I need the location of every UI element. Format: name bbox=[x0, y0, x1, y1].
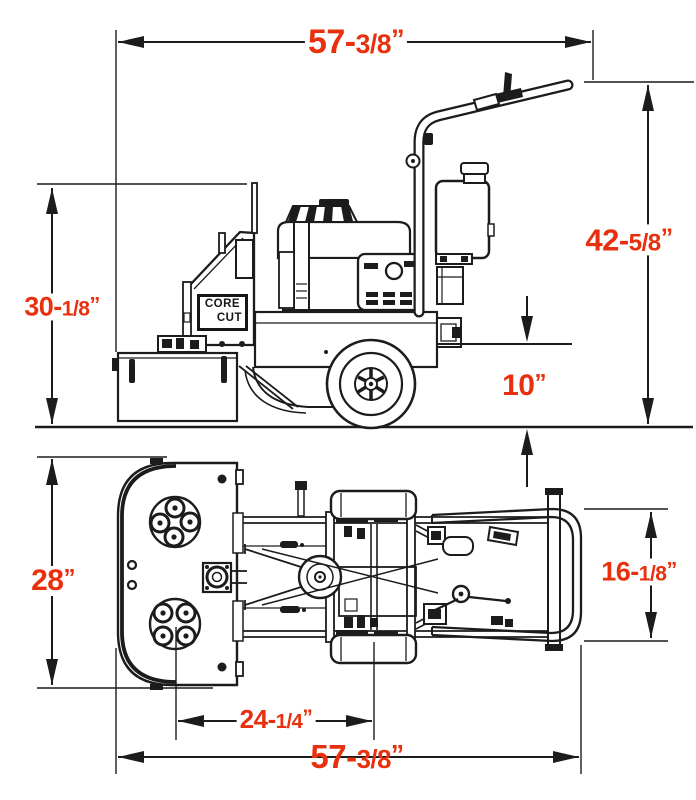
grinding-plate bbox=[116, 458, 244, 690]
throttle-lever bbox=[503, 72, 512, 99]
dimension-lines-over bbox=[175, 343, 572, 740]
dim-label-overall-height: 42-5/8” bbox=[582, 224, 676, 256]
engine-plan bbox=[338, 566, 417, 617]
dim-label-wheel-height: 10” bbox=[502, 369, 546, 402]
arrowheads bbox=[46, 36, 657, 763]
engine bbox=[276, 199, 423, 370]
handlebar bbox=[405, 72, 574, 318]
dim-label-disc-to-axle: 24-1/4” bbox=[236, 705, 316, 733]
dim-label-overall-length-bottom: 57-3/8” bbox=[310, 738, 404, 776]
side-view bbox=[35, 72, 693, 430]
wheels-plan bbox=[329, 489, 418, 665]
dim-label-deck-width: 28” bbox=[28, 566, 78, 596]
rear-bar bbox=[547, 490, 561, 649]
weight-box bbox=[112, 351, 239, 423]
grinding-disc-top bbox=[148, 495, 202, 549]
handle-loop bbox=[415, 507, 583, 643]
drive-pulley bbox=[297, 554, 343, 600]
depth-gauge-rod bbox=[251, 182, 258, 234]
dim-label-overall-length-top: 57-3/8” bbox=[304, 25, 408, 59]
dim-label-body-height: 30-1/8” bbox=[21, 293, 103, 321]
grip bbox=[442, 536, 474, 556]
tank-cap bbox=[460, 162, 489, 175]
recoil-panel bbox=[356, 252, 423, 312]
dim-label-handle-width: 16-1/8” bbox=[598, 558, 680, 586]
plan-view bbox=[116, 458, 583, 690]
brand-plate: CORE CUT bbox=[197, 294, 248, 331]
belt bbox=[261, 548, 439, 594]
water-tank bbox=[434, 162, 495, 305]
brand-line1: CORE bbox=[204, 298, 241, 310]
rear-hitch bbox=[436, 317, 462, 348]
grinding-disc-bottom bbox=[148, 597, 202, 651]
front-hood bbox=[157, 182, 258, 353]
brand-line2: CUT bbox=[216, 312, 242, 325]
gearbox-flange bbox=[201, 561, 247, 594]
wheel-side bbox=[325, 338, 417, 430]
